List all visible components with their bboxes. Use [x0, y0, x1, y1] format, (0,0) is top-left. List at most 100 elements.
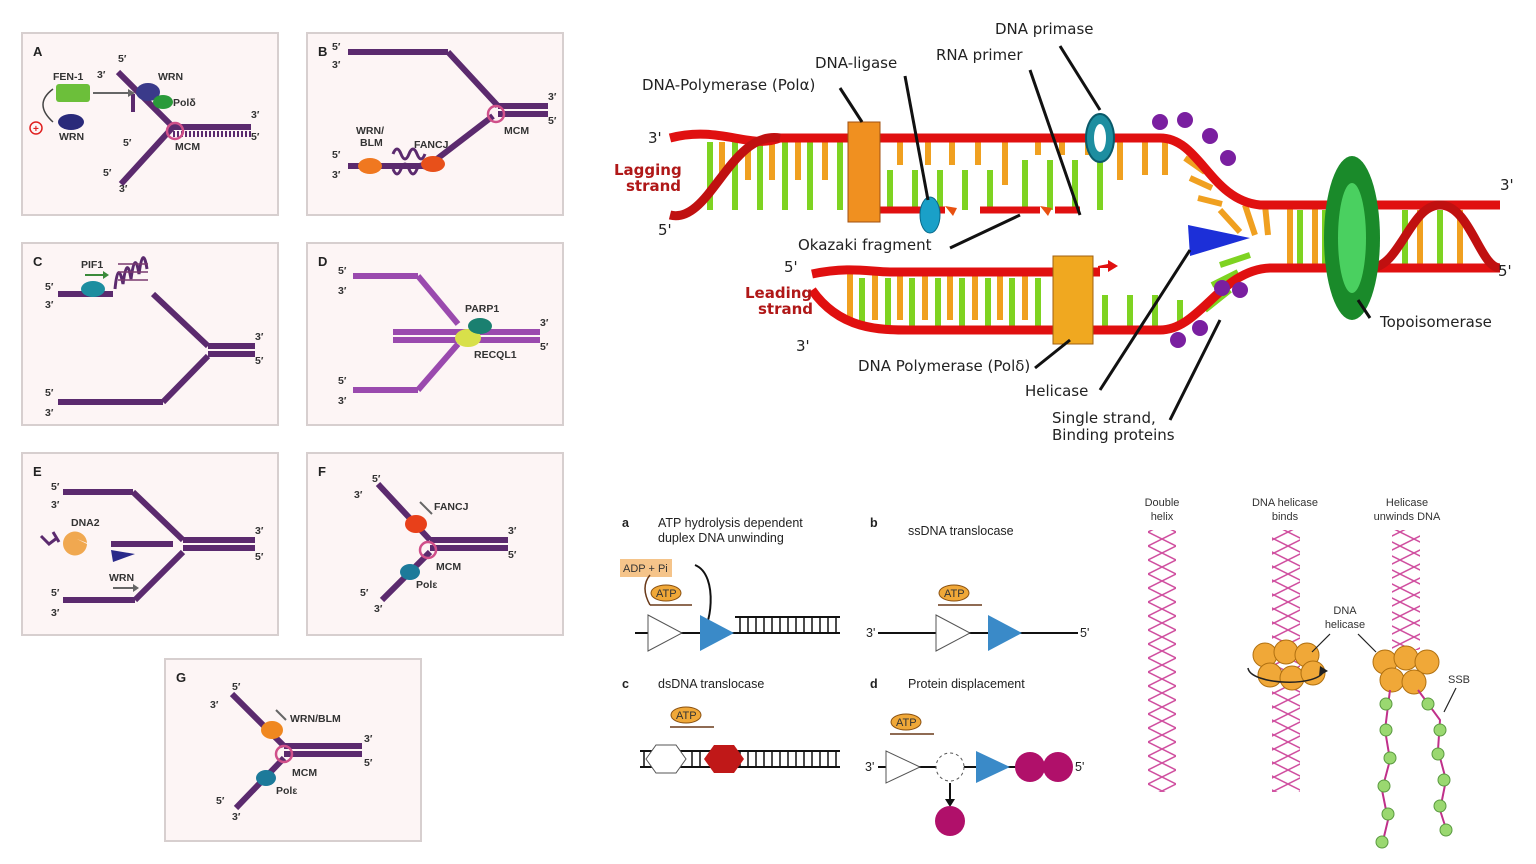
svg-text:5′: 5′ — [332, 41, 341, 53]
svg-text:3′: 3′ — [251, 109, 260, 121]
svg-text:Double: Double — [1145, 497, 1180, 509]
panel-g: G WRN/BLM MCM Polε 5′ 3′ 3′ 5′ 5′ 3′ — [164, 658, 422, 842]
svg-text:3′: 3′ — [374, 603, 383, 615]
svg-text:Protein displacement: Protein displacement — [908, 677, 1025, 691]
svg-text:WRN/: WRN/ — [356, 125, 384, 137]
helicase-icon — [1188, 225, 1250, 256]
svg-text:5′: 5′ — [540, 341, 549, 353]
svg-text:3′: 3′ — [119, 183, 128, 195]
svg-text:3': 3' — [648, 129, 662, 147]
svg-text:3′: 3′ — [255, 331, 264, 343]
svg-text:PIF1: PIF1 — [81, 259, 103, 271]
parp1-icon — [468, 318, 492, 334]
ssb-label-2: Binding proteins — [1052, 426, 1175, 444]
panel-c: C PIF1 5′ 3′ 3′ 5′ 5′ 3′ — [21, 242, 279, 426]
fancj-icon — [421, 156, 445, 172]
panel-f-label: F — [318, 464, 326, 479]
panel-a-diagram: + FEN-1 WRN WRN Polδ MCM 5′ 3′ 3′ 5′ 5′ … — [29, 53, 260, 195]
svg-text:3′: 3′ — [97, 69, 106, 81]
helicase-complex-unwinding — [1372, 645, 1440, 695]
svg-text:3′: 3′ — [364, 733, 373, 745]
svg-text:5′: 5′ — [123, 137, 132, 149]
callout-lines — [838, 45, 1372, 421]
svg-text:Polε: Polε — [416, 579, 437, 591]
adp-badge — [620, 559, 672, 577]
svg-text:helicase: helicase — [1325, 619, 1365, 631]
svg-text:DNA helicase: DNA helicase — [1252, 497, 1318, 509]
panel-g-label: G — [176, 670, 187, 685]
svg-text:3′: 3′ — [232, 811, 241, 823]
svg-text:5′: 5′ — [372, 473, 381, 485]
svg-text:5′: 5′ — [332, 149, 341, 161]
dsdna-translocase-icon — [704, 745, 744, 773]
svg-text:DNA: DNA — [1333, 605, 1357, 617]
svg-text:WRN: WRN — [109, 572, 134, 584]
dna-ligase-icon — [919, 196, 941, 234]
pif1-icon — [81, 281, 105, 297]
svg-text:3′: 3′ — [45, 407, 54, 419]
panel-c-diagram: PIF1 5′ 3′ 3′ 5′ 5′ 3′ — [45, 256, 264, 419]
svg-text:a: a — [622, 516, 630, 530]
displaced-protein-outline — [935, 752, 965, 782]
panel-b: B WRN/ BLM FANCJ MCM 5′ 3′ 3′ 5′ 5′ 3′ — [306, 32, 564, 216]
svg-text:3′: 3′ — [51, 607, 60, 619]
svg-text:3′: 3′ — [508, 525, 517, 537]
svg-text:3': 3' — [1500, 176, 1514, 194]
pole-icon — [256, 770, 276, 786]
dsdna-translocase-outline-icon — [645, 744, 687, 774]
svg-text:ATP hydrolysis dependent: ATP hydrolysis dependent — [658, 516, 803, 530]
wrn-blm-icon — [261, 721, 283, 739]
wrn-top-icon — [136, 83, 160, 101]
svg-text:binds: binds — [1272, 511, 1299, 523]
svg-text:5′: 5′ — [508, 549, 517, 561]
svg-text:+: + — [33, 124, 39, 135]
svg-text:helix: helix — [1151, 511, 1174, 523]
svg-text:ATP: ATP — [676, 710, 697, 722]
svg-text:ssDNA translocase: ssDNA translocase — [908, 524, 1014, 538]
panel-d: D PARP1 RECQL1 5′ 3′ 3′ 5′ 5′ 3′ — [306, 242, 564, 426]
panel-f: F FANCJ MCM Polε 5′ 3′ 3′ 5′ 5′ 3′ — [306, 452, 564, 636]
mcm-ring-icon — [165, 121, 185, 141]
panel-g-diagram: WRN/BLM MCM Polε 5′ 3′ 3′ 5′ 5′ 3′ — [210, 681, 373, 823]
released-protein-icon — [935, 806, 965, 836]
panel-a: A + FEN-1 WRN WRN Polδ MCM 5′ 3′ 3′ 5′ 5… — [21, 32, 279, 216]
panel-b-label: B — [318, 44, 328, 59]
fen1-icon — [56, 84, 90, 102]
replication-fork-diagram: DNA primase DNA-ligase RNA primer DNA-Po… — [614, 20, 1514, 444]
svg-text:BLM: BLM — [360, 137, 383, 149]
svg-text:FANCJ: FANCJ — [414, 139, 449, 151]
panel-d-label: D — [318, 254, 328, 269]
dna-ligase-label: DNA-ligase — [815, 54, 897, 72]
double-helix-icon — [1148, 530, 1176, 792]
ssb-beads — [1375, 697, 1453, 849]
panel-e-diagram: DNA2 WRN 5′ 3′ 3′ 5′ 5′ 3′ — [39, 481, 264, 619]
pol-alpha-label: DNA-Polymerase (Polα) — [642, 76, 815, 94]
pol-alpha-block — [847, 121, 881, 223]
leading-rungs — [847, 272, 1183, 328]
svg-text:5′: 5′ — [360, 587, 369, 599]
svg-text:3′: 3′ — [332, 59, 341, 71]
svg-text:c: c — [622, 677, 629, 691]
helicase-label: Helicase — [1025, 382, 1088, 400]
pole-icon — [400, 564, 420, 580]
mcm-ring-icon — [274, 744, 294, 764]
lagging-strand-top — [668, 129, 1500, 210]
svg-text:3': 3' — [866, 626, 875, 640]
svg-text:5′: 5′ — [251, 131, 260, 143]
ssb-proteins — [1152, 112, 1248, 348]
lagging-label-2: strand — [626, 177, 681, 195]
svg-text:5′: 5′ — [338, 265, 347, 277]
svg-text:Polε: Polε — [276, 785, 297, 797]
helicase-outline-icon — [647, 614, 684, 652]
svg-text:5': 5' — [658, 221, 672, 239]
panel-c-label: C — [33, 254, 43, 269]
svg-text:5′: 5′ — [51, 481, 60, 493]
svg-text:FEN-1: FEN-1 — [53, 71, 83, 83]
pol-delta-label: DNA Polymerase (Polδ) — [858, 357, 1030, 375]
leading-label-1: Leading — [745, 284, 812, 302]
svg-text:3': 3' — [796, 337, 810, 355]
bound-protein-icon — [1015, 752, 1045, 782]
svg-text:Polδ: Polδ — [173, 97, 196, 109]
svg-text:3′: 3′ — [45, 299, 54, 311]
svg-text:3': 3' — [865, 760, 874, 774]
